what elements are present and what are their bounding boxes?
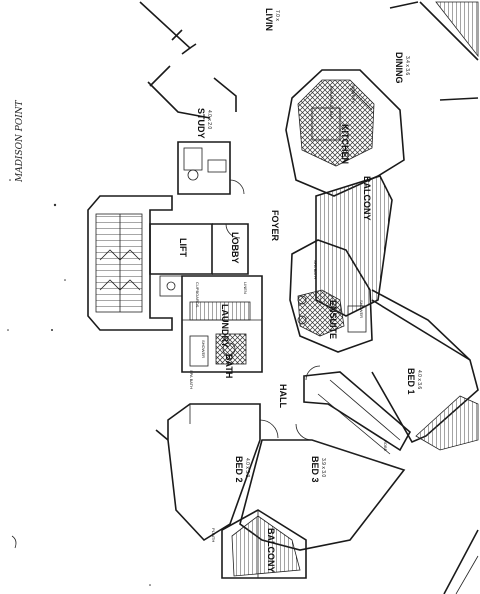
living-area-walls <box>139 1 479 119</box>
label-study-dims: 4.0 x 2.0 <box>206 110 212 129</box>
label-bed1-dims: 4.0 x 3.6 <box>416 370 422 389</box>
label-foyer: FOYER <box>270 210 280 242</box>
bed2-room <box>155 403 261 542</box>
balcony-lower <box>221 509 307 579</box>
bed1-room <box>371 289 479 451</box>
scan-noise <box>7 179 151 586</box>
label-balcony-lower: BALCONY <box>266 528 276 573</box>
study-room <box>177 141 245 195</box>
label-study: STUDY <box>196 108 206 139</box>
label-laundry: LAUNDRY <box>220 304 230 348</box>
label-breakfast-bar: BREAKFAST BAR <box>329 86 334 119</box>
lift-lobby <box>149 223 249 297</box>
label-bed2: BED 2 <box>234 456 244 483</box>
label-lift: LIFT <box>178 238 188 257</box>
label-kitchen: KITCHEN <box>340 124 350 164</box>
label-living: LIVIN <box>264 8 274 31</box>
kitchen-area <box>285 69 405 197</box>
hall-doors <box>259 419 313 441</box>
label-spa-bath-ensuite: SPA BATH <box>313 260 318 279</box>
label-ensuite: ENSUITE <box>328 300 338 339</box>
label-linen: LINEN <box>243 282 248 294</box>
label-dining-dims: 3.4 x 3.6 <box>404 56 410 75</box>
label-hall: HALL <box>278 384 288 408</box>
label-robe: ROBE <box>383 440 388 452</box>
label-bed3: BED 3 <box>310 456 320 483</box>
laundry-bath <box>181 275 263 373</box>
label-bed1: BED 1 <box>406 368 416 395</box>
handwritten-note: MADISON POINT <box>15 99 25 183</box>
label-balcony-upper: BALCONY <box>362 176 372 221</box>
bottom-right-edge <box>443 529 479 594</box>
label-living-dims: 7.0 x <box>274 10 280 21</box>
label-spa-bath-main: SPA BATH <box>189 370 194 389</box>
label-bath: BATH <box>224 354 234 378</box>
label-shower-ensuite: SHOWER <box>359 300 364 318</box>
room-labels: MADISON POINT LIVIN 7.0 x DINING 3.4 x 3… <box>15 8 422 573</box>
ensuite-area <box>289 239 373 353</box>
label-plinth: PLINTH <box>211 528 216 542</box>
label-dining: DINING <box>394 52 404 84</box>
label-bed2-dims: 4.0 x 3.3 <box>244 458 250 477</box>
label-shower-bath: SHOWER <box>201 340 206 358</box>
label-cupboards: CUPBOARDS <box>195 282 200 308</box>
stairwell <box>87 195 173 331</box>
label-servery: SERVERY <box>351 84 356 103</box>
robe-corridor <box>303 365 412 455</box>
label-lobby: LOBBY <box>230 232 240 264</box>
label-bed3-dims: 3.9 x 3.0 <box>320 458 326 477</box>
